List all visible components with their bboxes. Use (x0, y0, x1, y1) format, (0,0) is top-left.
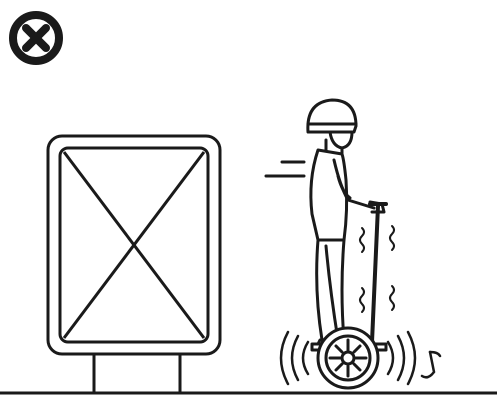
blank-sign-board-icon (48, 136, 220, 393)
prohibited-circle-x-icon (13, 15, 59, 61)
speed-lines-icon (266, 162, 304, 176)
music-note-icon (422, 352, 440, 377)
rider-on-two-wheeled-scooter-icon (308, 100, 386, 388)
